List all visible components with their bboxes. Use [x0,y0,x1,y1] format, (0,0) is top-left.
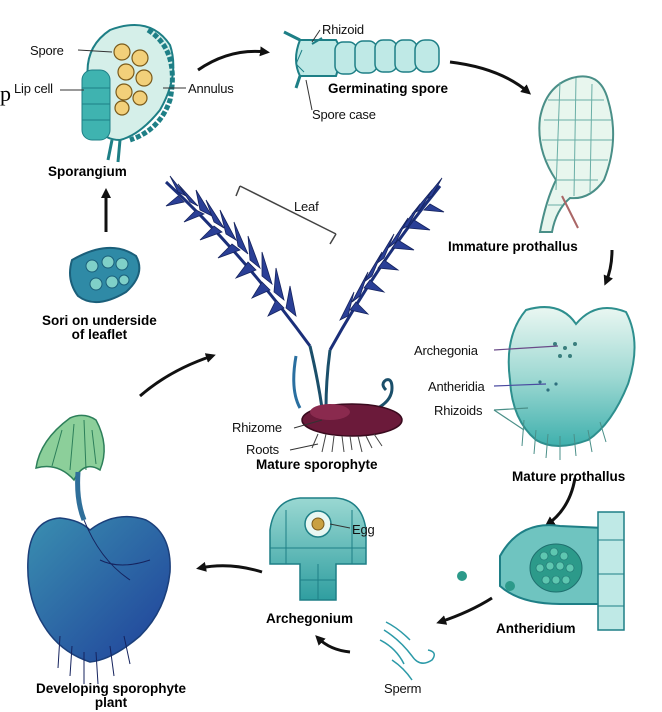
label-archegonium: Archegonium [266,612,353,626]
label-rhizoids: Rhizoids [434,404,482,417]
archegonium-illustration [270,498,366,600]
label-mature-prothallus: Mature prothallus [512,470,625,484]
immature-prothallus-illustration [539,76,613,232]
label-rhizoid: Rhizoid [322,23,364,36]
label-spore-case: Spore case [312,108,376,121]
germinating-spore-illustration [284,30,439,110]
label-sperm: Sperm [384,682,421,695]
antheridium-illustration [457,512,624,630]
sori-leaflet-illustration [70,248,139,302]
label-antheridium: Antheridium [496,622,576,636]
label-germinating-spore: Germinating spore [328,82,448,96]
arrow-sperm-to-archegonium [440,598,492,622]
label-lip-cell: Lip cell [14,82,53,95]
sperm-illustration [380,622,434,680]
mature-sporophyte-illustration [166,176,444,452]
arrow-mature-to-antheridium [548,478,575,524]
arrow-spore-to-immature [450,62,528,92]
edge-fragment: p [0,83,11,105]
label-egg: Egg [352,523,375,536]
label-leaf: Leaf [294,200,319,213]
arrow-sporangium-to-spore [198,51,266,70]
label-spore: Spore [30,44,64,57]
label-annulus: Annulus [188,82,234,95]
arrow-archegonium-to-developing [200,566,262,572]
arrow-immature-to-mature [606,250,612,282]
label-antheridia: Antheridia [428,380,485,393]
label-roots: Roots [246,443,279,456]
arrow-developing-to-mature [140,356,212,396]
label-rhizome: Rhizome [232,421,282,434]
label-sporangium: Sporangium [48,165,127,179]
sporangium-illustration [60,25,186,162]
label-immature-prothallus: Immature prothallus [448,240,578,254]
arrow-sperm-up [318,638,350,652]
label-mature-sporophyte: Mature sporophyte [256,458,378,472]
label-archegonia: Archegonia [414,344,478,357]
developing-sporophyte-illustration [28,415,170,684]
mature-prothallus-illustration [494,307,635,460]
label-developing-sporophyte: Developing sporophyte plant [36,682,186,710]
label-sori: Sori on underside of leaflet [42,314,157,342]
